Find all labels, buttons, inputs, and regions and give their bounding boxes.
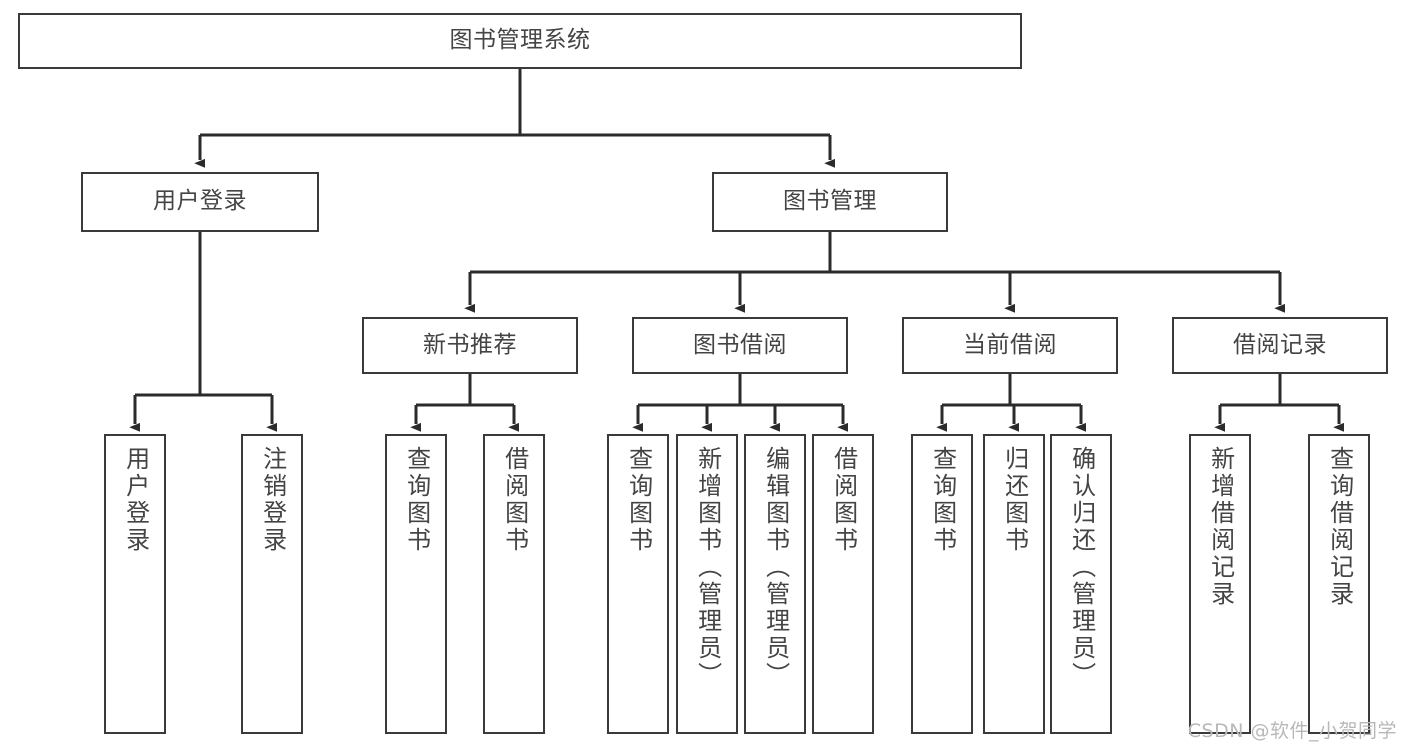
node-user-login[interactable]: 用户登录 (81, 172, 319, 232)
node-leaf-user-login-label: 用户登录 (121, 446, 150, 554)
node-leaf-add-book-admin-label: 新增图书（管理员） (693, 446, 722, 689)
node-new-book-recommend-label: 新书推荐 (423, 331, 517, 358)
node-leaf-edit-book-admin[interactable]: 编辑图书（管理员） (744, 434, 806, 734)
node-leaf-borrow-book-rec[interactable]: 借阅图书 (483, 434, 545, 734)
node-leaf-query-borrow-record[interactable]: 查询借阅记录 (1308, 434, 1370, 734)
node-leaf-borrow-book-label: 借阅图书 (829, 446, 858, 554)
node-current-borrow[interactable]: 当前借阅 (902, 317, 1118, 374)
node-leaf-add-borrow-record-label: 新增借阅记录 (1206, 446, 1235, 608)
node-leaf-query-book-current[interactable]: 查询图书 (911, 434, 973, 734)
node-borrow-record[interactable]: 借阅记录 (1172, 317, 1388, 374)
node-leaf-add-book-admin[interactable]: 新增图书（管理员） (676, 434, 738, 734)
node-book-borrow-label: 图书借阅 (693, 331, 787, 358)
node-book-manage[interactable]: 图书管理 (712, 172, 948, 232)
node-root[interactable]: 图书管理系统 (18, 13, 1022, 69)
node-user-login-label: 用户登录 (153, 188, 247, 215)
node-leaf-borrow-book-rec-label: 借阅图书 (500, 446, 529, 554)
node-leaf-query-book-borrow-label: 查询图书 (624, 446, 653, 554)
node-current-borrow-label: 当前借阅 (963, 331, 1057, 358)
node-borrow-record-label: 借阅记录 (1233, 331, 1327, 358)
node-book-borrow[interactable]: 图书借阅 (632, 317, 848, 374)
watermark-text: CSDN @软件_小贺同学 (1187, 720, 1397, 742)
node-leaf-query-book-borrow[interactable]: 查询图书 (607, 434, 669, 734)
node-leaf-query-book-rec-label: 查询图书 (402, 446, 431, 554)
node-leaf-user-login[interactable]: 用户登录 (104, 434, 166, 734)
node-leaf-query-book-rec[interactable]: 查询图书 (385, 434, 447, 734)
node-leaf-query-book-current-label: 查询图书 (928, 446, 957, 554)
node-leaf-edit-book-admin-label: 编辑图书（管理员） (761, 446, 790, 689)
node-leaf-user-logout[interactable]: 注销登录 (241, 434, 303, 734)
node-leaf-query-borrow-record-label: 查询借阅记录 (1325, 446, 1354, 608)
node-leaf-return-book[interactable]: 归还图书 (983, 434, 1045, 734)
node-leaf-confirm-return-admin-label: 确认归还（管理员） (1067, 446, 1096, 689)
node-leaf-confirm-return-admin[interactable]: 确认归还（管理员） (1050, 434, 1112, 734)
node-book-manage-label: 图书管理 (783, 188, 877, 215)
node-new-book-recommend[interactable]: 新书推荐 (362, 317, 578, 374)
node-root-label: 图书管理系统 (449, 27, 591, 54)
node-leaf-add-borrow-record[interactable]: 新增借阅记录 (1189, 434, 1251, 734)
node-leaf-user-logout-label: 注销登录 (258, 446, 287, 554)
node-leaf-return-book-label: 归还图书 (1000, 446, 1029, 554)
node-leaf-borrow-book[interactable]: 借阅图书 (812, 434, 874, 734)
